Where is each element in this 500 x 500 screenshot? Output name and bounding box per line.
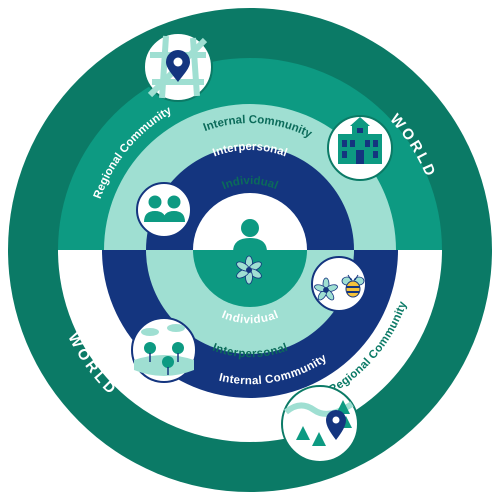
interpersonal-label-top: Interpersonal [211, 141, 289, 159]
interpersonal-label-bottom: Interpersonal [211, 342, 289, 360]
building-icon [327, 115, 393, 181]
park-trees-icon [131, 317, 197, 383]
person-icon [233, 219, 267, 252]
flower-bee-icon [311, 256, 367, 312]
individual-label-bottom: Individual [220, 309, 280, 326]
flower-icon [236, 255, 262, 285]
map-pin-icon [143, 32, 213, 102]
individual-label-top: Individual [220, 175, 279, 192]
landscape-pin-icon [281, 385, 359, 463]
people-icon [136, 182, 192, 238]
